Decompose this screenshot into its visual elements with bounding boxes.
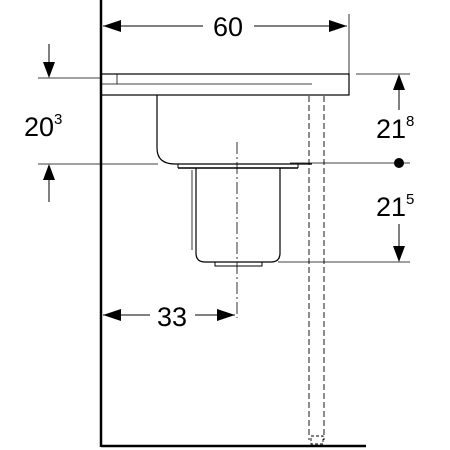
dim-20-base: 20 [24,112,54,142]
siphon-bottom-notch [214,262,263,267]
basin-bowl [156,95,312,165]
dim-20-sup: 3 [54,111,62,128]
dim-33-label: 33 [157,302,187,332]
dim-218-base: 21 [376,114,406,144]
dim-20-label: 203 [24,111,62,142]
dim-218-label: 218 [376,113,414,144]
dim-218-sup: 8 [406,113,414,130]
dim-60-arrow-left [103,20,121,32]
dim-33-arrow-left [103,309,121,321]
dim-218-origin-dot [394,158,404,168]
dim-215-label: 215 [376,191,414,222]
dim-60-label: 60 [213,12,243,42]
dim-33-arrow-right [217,309,235,321]
dim-215-base: 21 [376,192,406,222]
dim-20-arrow-top [43,62,55,78]
vanity-top [100,73,350,96]
dim-215-sup: 5 [406,191,414,208]
leg-foot [310,435,324,445]
siphon-box [195,168,281,263]
dim-215-arrow-down [393,246,405,262]
dim-20-arrow-bottom [43,164,55,180]
dim-60-arrow-right [329,20,347,32]
dim-218-arrow-up [393,74,405,90]
